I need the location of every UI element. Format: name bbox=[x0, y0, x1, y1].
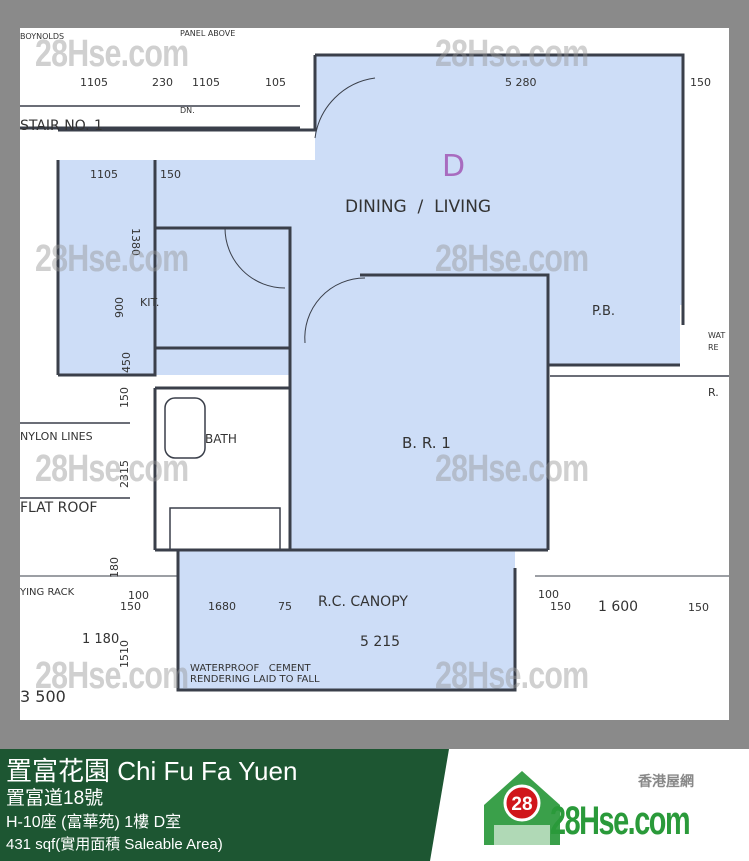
watermark-text: 28Hse.com bbox=[35, 238, 189, 280]
logo-badge: 28 bbox=[511, 794, 532, 815]
note-water: WAT bbox=[708, 331, 725, 340]
watermark-text: 28Hse.com bbox=[35, 33, 189, 75]
dim: 150 bbox=[160, 168, 181, 181]
dim: 5 280 bbox=[505, 76, 537, 89]
dim: 100 bbox=[128, 589, 149, 602]
dim: 2315 bbox=[118, 460, 131, 488]
dim: 3 500 bbox=[20, 687, 66, 706]
estate-address: 置富道18號 bbox=[6, 788, 104, 809]
floor-plan: D DINING / LIVING KIT. BATH B. R. 1 P.B.… bbox=[20, 28, 729, 720]
watermark-text: 28Hse.com bbox=[435, 33, 589, 75]
dim: 180 bbox=[108, 557, 121, 578]
dim: 1105 bbox=[80, 76, 108, 89]
note-r: R. bbox=[708, 386, 719, 399]
room-areas bbox=[58, 55, 683, 690]
walls bbox=[20, 53, 729, 692]
logo-wordmark: 28Hse.com bbox=[550, 799, 691, 843]
watermark-text: 28Hse.com bbox=[35, 655, 189, 697]
dim: 150 bbox=[120, 600, 141, 613]
note-waterproof: WATERPROOF CEMENT bbox=[190, 663, 312, 674]
room-dining-living: DINING / LIVING bbox=[345, 197, 491, 217]
kitchen-area bbox=[58, 160, 318, 375]
dim: 150 bbox=[118, 387, 131, 408]
listing-banner: 置富花園 Chi Fu Fa Yuen 置富道18號 H-10座 (富華苑) 1… bbox=[0, 749, 749, 861]
note-flat-roof: FLAT ROOF bbox=[20, 500, 98, 516]
canopy-area bbox=[178, 550, 515, 690]
unit-letter: D bbox=[442, 149, 465, 184]
watermark-text: 28Hse.com bbox=[435, 238, 589, 280]
dim: 1680 bbox=[208, 600, 236, 613]
saleable-area: 431 sqf(實用面積 Saleable Area) bbox=[6, 836, 223, 853]
dim: 105 bbox=[265, 76, 286, 89]
note-rendering: RENDERING LAID TO FALL bbox=[190, 674, 320, 685]
logo-chinese-name: 香港屋網 bbox=[638, 773, 694, 789]
watermark-text: 28Hse.com bbox=[35, 448, 189, 490]
living-area bbox=[315, 55, 683, 305]
dim: 1 180 bbox=[82, 632, 119, 647]
room-bedroom: B. R. 1 bbox=[402, 434, 451, 452]
dim: 5 215 bbox=[360, 634, 400, 650]
dim: 150 bbox=[688, 601, 709, 614]
listing-info-panel bbox=[0, 749, 449, 861]
dim: 150 bbox=[690, 76, 711, 89]
room-bath: BATH bbox=[205, 432, 237, 446]
room-pb: P.B. bbox=[592, 304, 615, 319]
dim: 1380 bbox=[129, 228, 142, 256]
floor-plan-drawing: D DINING / LIVING KIT. BATH B. R. 1 P.B.… bbox=[20, 29, 729, 706]
note-dn: DN. bbox=[180, 106, 195, 115]
dim: 1510 bbox=[118, 640, 131, 668]
pb-area bbox=[548, 280, 680, 365]
unit-info: H-10座 (富華苑) 1樓 D室 bbox=[6, 814, 182, 831]
room-canopy: R.C. CANOPY bbox=[318, 594, 408, 610]
note-panel-above: PANEL ABOVE bbox=[180, 29, 235, 38]
dim: 450 bbox=[120, 352, 133, 373]
note-top-left: BOYNOLDS bbox=[20, 32, 64, 41]
watermark-text: 28Hse.com bbox=[435, 448, 589, 490]
dim: 230 bbox=[152, 76, 173, 89]
bedroom-area bbox=[290, 275, 548, 550]
dim: 900 bbox=[113, 297, 126, 318]
dim: 100 bbox=[538, 588, 559, 601]
dim: 150 bbox=[550, 600, 571, 613]
dim: 1105 bbox=[90, 168, 118, 181]
note-nylon-lines: NYLON LINES bbox=[20, 430, 93, 443]
watermark-text: 28Hse.com bbox=[435, 655, 589, 697]
note-re: RE bbox=[708, 343, 719, 352]
dim: 1105 bbox=[192, 76, 220, 89]
dim: 1 600 bbox=[598, 599, 638, 615]
house-logo-icon: 28 bbox=[484, 771, 560, 845]
estate-name: 置富花園 Chi Fu Fa Yuen bbox=[6, 756, 298, 786]
note-drying-rack: YING RACK bbox=[20, 587, 75, 598]
dim: 75 bbox=[278, 600, 292, 613]
note-stair: STAIR NO. 1 bbox=[20, 118, 103, 134]
room-kitchen: KIT. bbox=[140, 296, 159, 309]
dimension-labels: 1105 230 1105 105 5 280 150 1105 150 138… bbox=[20, 76, 711, 706]
